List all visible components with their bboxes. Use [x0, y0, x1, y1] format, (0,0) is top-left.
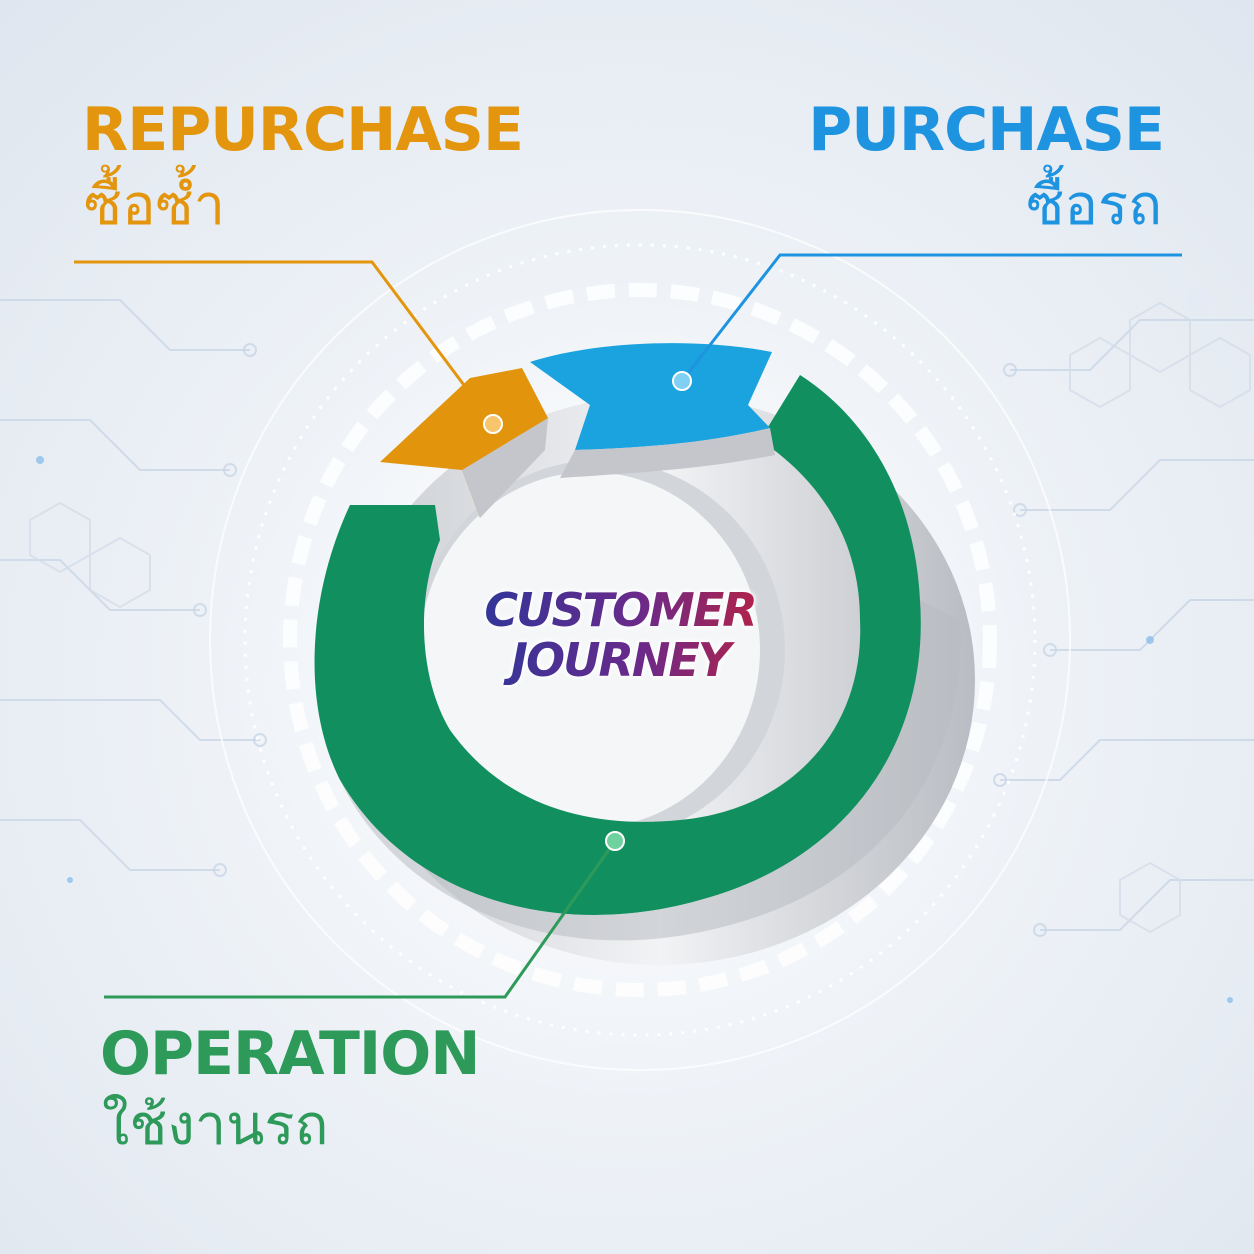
purchase-subtitle: ซื้อรถ: [1026, 173, 1162, 238]
repurchase-subtitle: ซื้อซ้ำ: [84, 173, 226, 238]
operation-subtitle: ใช้งานรถ: [102, 1093, 329, 1158]
purchase-segment: [530, 343, 772, 450]
repurchase-title: REPURCHASE: [82, 95, 524, 165]
center-title-line2: JOURNEY: [430, 635, 810, 685]
operation-title: OPERATION: [100, 1019, 480, 1089]
purchase-title: PURCHASE: [808, 95, 1165, 165]
center-title-line1: CUSTOMER: [430, 585, 810, 635]
operation-segment: [314, 375, 921, 915]
center-title: CUSTOMER JOURNEY: [430, 585, 810, 685]
repurchase-segment: [380, 368, 548, 518]
